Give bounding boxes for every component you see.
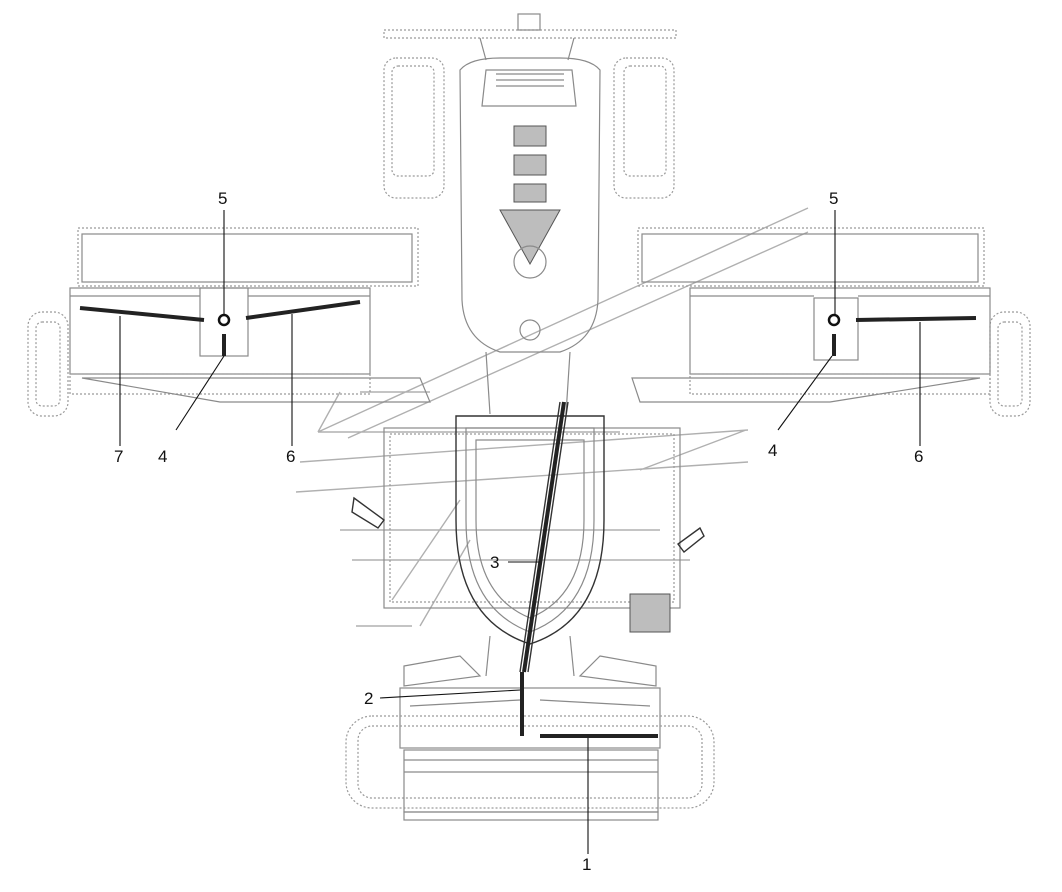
- callout-6-left: 6: [286, 447, 295, 466]
- callout-4-right: 4: [768, 441, 777, 460]
- left-mower-unit: [27, 227, 431, 417]
- callout-5-left: 5: [218, 189, 227, 208]
- background-guide-lines: [295, 207, 809, 627]
- hose-7: [79, 306, 205, 322]
- callout-6-right: 6: [914, 447, 923, 466]
- connector-5-right: [827, 313, 841, 327]
- hose-6-left: [245, 300, 361, 320]
- rear-mower-unit: [345, 655, 715, 821]
- front-panel-block-2: [513, 154, 547, 176]
- hose-3: [522, 401, 566, 673]
- callout-labels: 5 5 7 4 6 4 6 3 2 1: [114, 189, 923, 874]
- callout-4-left: 4: [158, 447, 167, 466]
- leader-lines: [119, 210, 921, 854]
- front-panel-block-3: [513, 183, 547, 203]
- front-panel-block-1: [513, 125, 547, 147]
- callout-3: 3: [490, 553, 499, 572]
- callout-5-right: 5: [829, 189, 838, 208]
- tractor-front: [383, 13, 677, 353]
- connector-5-left: [217, 313, 231, 327]
- hose-lines: [79, 300, 977, 738]
- callout-1: 1: [582, 855, 591, 874]
- hose-6-right: [855, 316, 977, 322]
- callout-7: 7: [114, 447, 123, 466]
- rear-body: [351, 351, 705, 677]
- callout-2: 2: [364, 689, 373, 708]
- right-mower-unit: [631, 227, 1031, 417]
